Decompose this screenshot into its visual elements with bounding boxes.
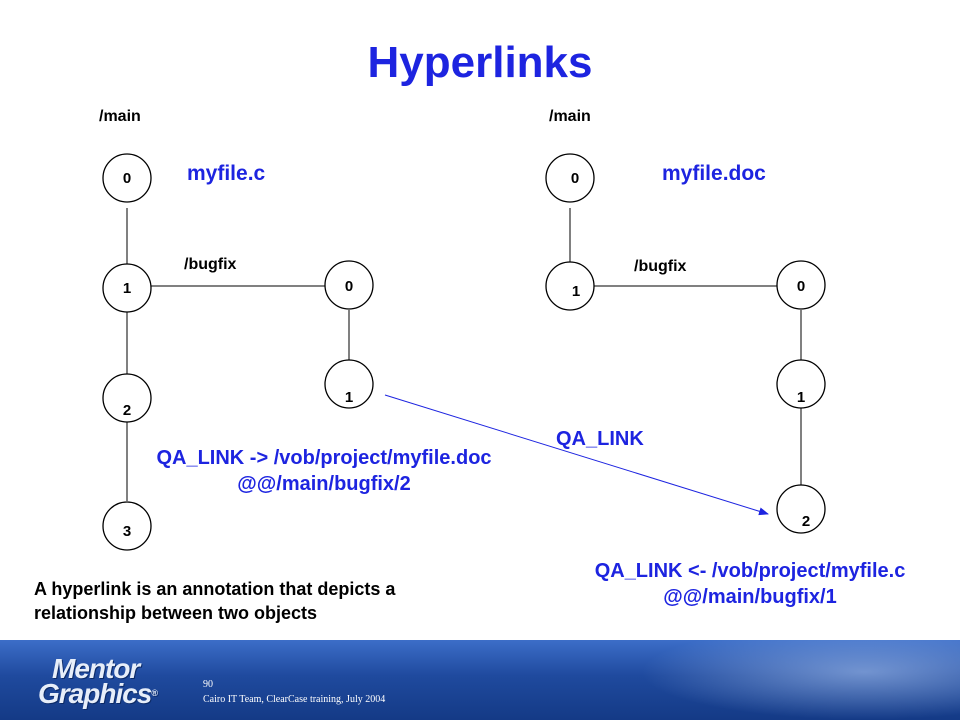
svg-text:1: 1: [123, 280, 131, 297]
svg-text:1: 1: [572, 283, 580, 300]
version-tree-diagram: 0 1 2 3 0 1 0 1 0 1 2: [102, 153, 826, 551]
right-file-label: myfile.doc: [662, 162, 766, 185]
to-annotation-line1: QA_LINK <- /vob/project/myfile.c: [594, 560, 906, 582]
footer-glow: [640, 640, 960, 720]
svg-text:0: 0: [345, 278, 353, 295]
left-version-node: 3: [102, 501, 152, 551]
left-file-label: myfile.c: [187, 162, 266, 185]
svg-text:1: 1: [345, 389, 353, 406]
right-bugfix-node: 1: [776, 359, 826, 409]
description-line1: A hyperlink is an annotation that depict…: [34, 579, 396, 599]
slide-title: Hyperlinks: [367, 38, 593, 87]
left-bugfix-branch-label: /bugfix: [184, 256, 237, 273]
hyperlink-from-annotation: QA_LINK -> /vob/project/myfile.doc @@/ma…: [104, 445, 544, 497]
svg-text:0: 0: [123, 170, 131, 187]
svg-text:1: 1: [797, 389, 805, 406]
footer-caption: Cairo IT Team, ClearCase training, July …: [203, 694, 386, 705]
hyperlink-to-annotation: QA_LINK <- /vob/project/myfile.c @@/main…: [540, 558, 960, 610]
hyperlink-arrow: [384, 394, 769, 516]
svg-text:3: 3: [123, 523, 131, 540]
left-version-node: 1: [102, 263, 152, 313]
from-annotation-line1: QA_LINK -> /vob/project/myfile.doc: [156, 447, 492, 469]
left-main-branch-label: /main: [99, 108, 141, 125]
description-line2: relationship between two objects: [34, 603, 318, 623]
right-version-node: 1: [545, 261, 595, 311]
to-annotation-line2: @@/main/bugfix/1: [663, 586, 837, 608]
left-bugfix-node: 0: [324, 260, 374, 310]
right-main-branch-label: /main: [549, 108, 591, 125]
page-number: 90: [203, 679, 213, 690]
registered-mark: ®: [151, 688, 158, 698]
right-bugfix-branch-label: /bugfix: [634, 258, 687, 275]
left-version-node: 0: [102, 153, 152, 203]
logo-line1: Mentor: [52, 653, 140, 684]
right-bugfix-node: 0: [776, 260, 826, 310]
svg-text:0: 0: [797, 278, 805, 295]
description-text: A hyperlink is an annotation that depict…: [34, 577, 534, 625]
left-bugfix-node: 1: [324, 359, 374, 409]
hyperlink-label: QA_LINK: [556, 428, 644, 450]
svg-text:0: 0: [571, 170, 579, 187]
svg-text:2: 2: [123, 402, 131, 419]
logo-line2: Graphics®: [38, 678, 158, 709]
from-annotation-line2: @@/main/bugfix/2: [237, 473, 411, 495]
svg-text:2: 2: [802, 513, 810, 530]
right-bugfix-node: 2: [776, 484, 826, 534]
left-version-node: 2: [102, 373, 152, 423]
right-version-node: 0: [545, 153, 595, 203]
mentor-graphics-logo: Mentor Graphics®: [38, 653, 188, 714]
